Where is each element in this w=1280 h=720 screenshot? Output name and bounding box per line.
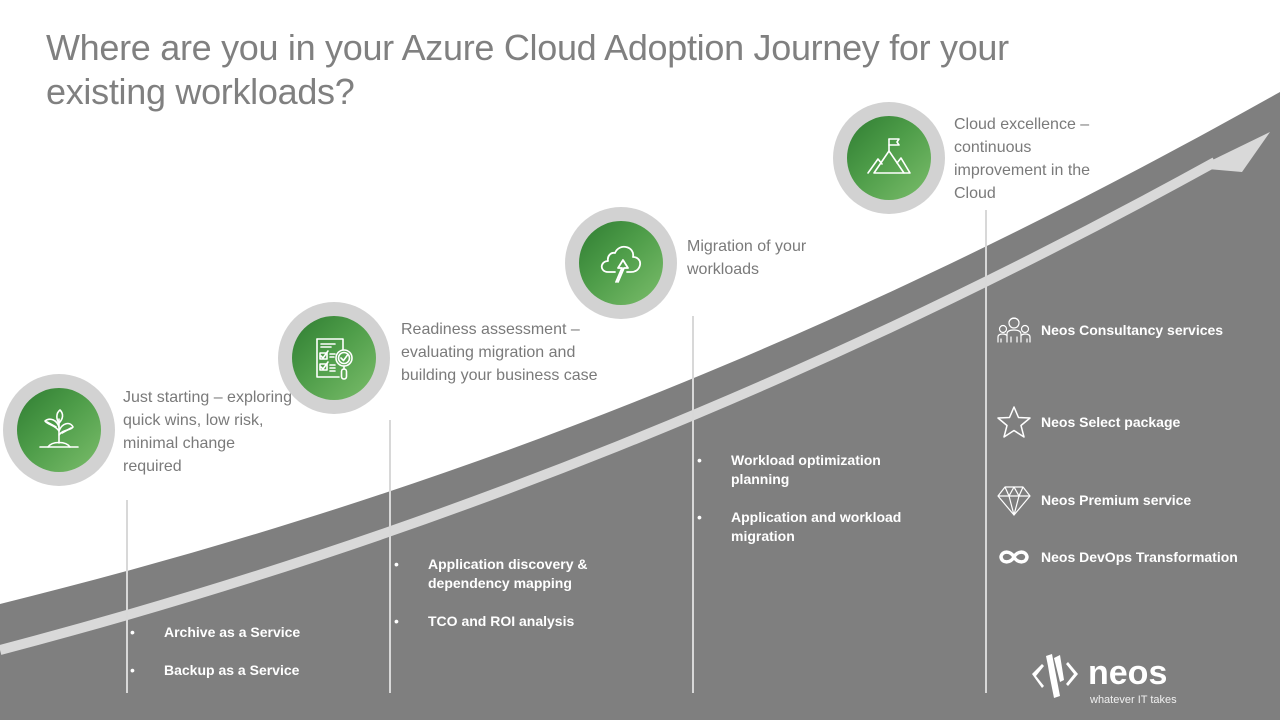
service-premium: Neos Premium service [996, 482, 1191, 518]
star-icon [997, 406, 1031, 438]
stage-3-bullet: Application and workload migration [697, 508, 906, 546]
stage-4-label: Cloud excellence – continuous improvemen… [954, 116, 1091, 202]
stage-2-bullet: TCO and ROI analysis [394, 612, 644, 631]
journey-arrow-head [1196, 132, 1270, 172]
logo-wordmark: neos [1088, 654, 1168, 692]
service-select: Neos Select package [996, 404, 1180, 440]
stage-1-badge [3, 374, 115, 486]
stage-1-divider [126, 500, 128, 693]
cloud-upload-icon [600, 245, 642, 283]
stage-1-label: Just starting – exploring quick wins, lo… [123, 389, 292, 475]
logo-tagline: whatever IT takes [1090, 694, 1177, 706]
ramp-fill [0, 92, 1280, 720]
stage-1-bullet: Archive as a Service [130, 623, 370, 642]
stage-2-label: Readiness assessment – evaluating migrat… [401, 321, 598, 384]
service-label: Neos DevOps Transformation [1041, 549, 1238, 565]
stage-2-badge [278, 302, 390, 414]
service-label: Neos Premium service [1041, 492, 1192, 508]
team-people-icon [997, 317, 1031, 343]
diamond-icon [997, 486, 1031, 516]
stage-3-bullets: Workload optimization planning Applicati… [697, 451, 907, 565]
stage-3-badge [565, 207, 677, 319]
infinity-icon [999, 550, 1029, 564]
page-title: Where are you in your Azure Cloud Adopti… [46, 27, 1009, 112]
checklist-magnifier-icon [316, 338, 353, 380]
stage-4-divider [985, 210, 987, 693]
service-consultancy: Neos Consultancy services [996, 312, 1223, 348]
neos-logo-mark-icon [1032, 654, 1078, 698]
plant-sprout-icon [39, 409, 79, 448]
journey-arrow-shaft [0, 157, 1218, 655]
stage-2-divider [389, 420, 391, 693]
neos-logo: neos whatever IT takes [1030, 650, 1190, 710]
mountain-flag-icon [867, 138, 911, 174]
stage-4-badge [833, 102, 945, 214]
stage-3-divider [692, 316, 694, 693]
service-label: Neos Select package [1041, 414, 1181, 430]
stage-1-bullet: Backup as a Service [130, 661, 370, 680]
stage-3-label: Migration of your workloads [687, 238, 807, 278]
service-label: Neos Consultancy services [1041, 322, 1224, 338]
service-devops: Neos DevOps Transformation [996, 539, 1238, 575]
stage-3-bullet: Workload optimization planning [697, 451, 891, 489]
stage-2-bullets: Application discovery & dependency mappi… [394, 555, 644, 650]
stage-2-bullet: Application discovery & dependency mappi… [394, 555, 593, 593]
stage-1-bullets: Archive as a Service Backup as a Service [130, 623, 370, 699]
